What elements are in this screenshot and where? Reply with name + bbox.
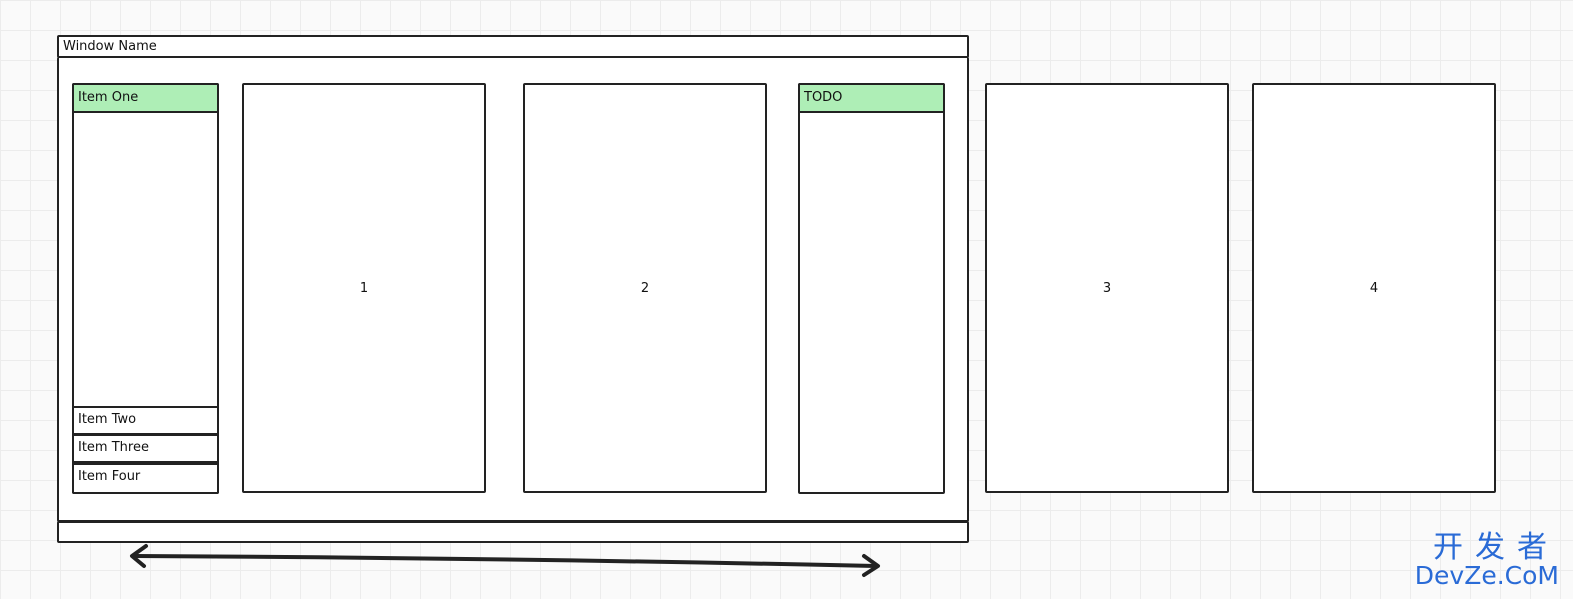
- panel-4[interactable]: 4: [1252, 83, 1496, 493]
- panel-label: 1: [359, 280, 369, 296]
- arrow-left-head: [130, 544, 148, 568]
- sidebar-item-label: Item Three: [78, 440, 149, 455]
- todo-header-label: TODO: [804, 90, 843, 105]
- todo-panel: [798, 83, 945, 494]
- arrow-right-head: [862, 554, 880, 577]
- arrow-shaft: [132, 554, 878, 568]
- sidebar-header-label: Item One: [78, 90, 139, 105]
- sidebar-item-four[interactable]: Item Four: [72, 463, 219, 494]
- sidebar-item-three[interactable]: Item Three: [72, 434, 219, 463]
- sidebar-item-label: Item Two: [78, 412, 137, 427]
- sidebar-item-two[interactable]: Item Two: [72, 406, 219, 435]
- panel-label: 2: [640, 280, 650, 296]
- horizontal-scroll-arrow: [130, 544, 880, 577]
- panel-label: 4: [1369, 280, 1379, 296]
- watermark-chinese: 开发者: [1433, 530, 1559, 565]
- panel-2[interactable]: 2: [523, 83, 767, 493]
- window-title-bar: Window Name: [57, 35, 969, 58]
- sidebar-item-label: Item Four: [78, 469, 141, 484]
- panel-1[interactable]: 1: [242, 83, 486, 493]
- watermark-latin: DevZe.CoM: [1414, 561, 1559, 590]
- sidebar-header-item-one[interactable]: Item One: [72, 83, 219, 113]
- panel-label: 3: [1102, 280, 1112, 296]
- panel-3[interactable]: 3: [985, 83, 1229, 493]
- todo-header[interactable]: TODO: [798, 83, 945, 113]
- window-title: Window Name: [63, 39, 157, 54]
- window-status-bar: [57, 521, 969, 543]
